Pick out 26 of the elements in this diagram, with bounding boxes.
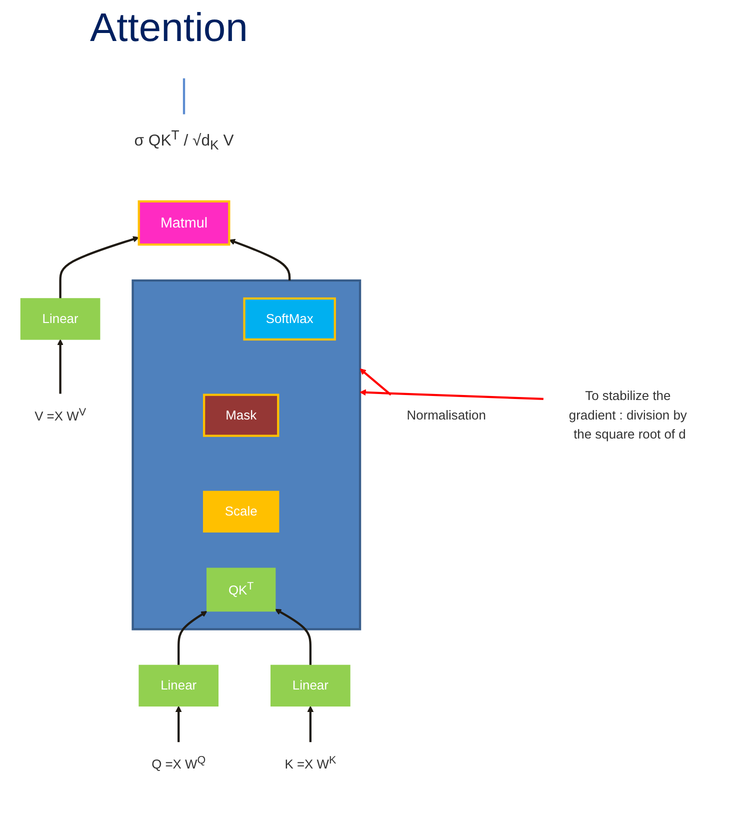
arrow — [57, 339, 64, 394]
node-box: Linear — [270, 664, 350, 707]
node-text: V =X W$^{V}$ — [34, 406, 86, 424]
node-box: QK$^{T}$ — [206, 568, 276, 612]
node-box: Mask — [202, 394, 280, 437]
node-text: Normalisation — [406, 408, 486, 422]
cluster — [132, 279, 362, 630]
node-box: Matmul — [138, 200, 230, 246]
arrow — [228, 238, 291, 280]
node-box: Linear — [138, 664, 219, 707]
arrow — [175, 706, 182, 742]
arrow — [360, 368, 392, 396]
node-text: σ QK$^{T}$ / √d$_{K}$ V — [134, 127, 234, 152]
node-box: SoftMax — [243, 297, 336, 341]
node-text: To stabilize the gradient : division by the square root of d — [568, 388, 687, 442]
arrow — [59, 236, 140, 298]
node-box: Scale — [202, 490, 280, 533]
connector — [182, 78, 186, 114]
node-box: Linear — [20, 298, 100, 340]
diagram-title: Attention — [90, 6, 249, 51]
arrow — [275, 608, 312, 666]
arrow — [360, 389, 544, 400]
node-text: Q =X W$^{Q}$ — [152, 754, 206, 772]
arrow — [178, 610, 208, 666]
arrow — [307, 706, 314, 742]
node-text: K =X W$^{K}$ — [284, 754, 336, 772]
